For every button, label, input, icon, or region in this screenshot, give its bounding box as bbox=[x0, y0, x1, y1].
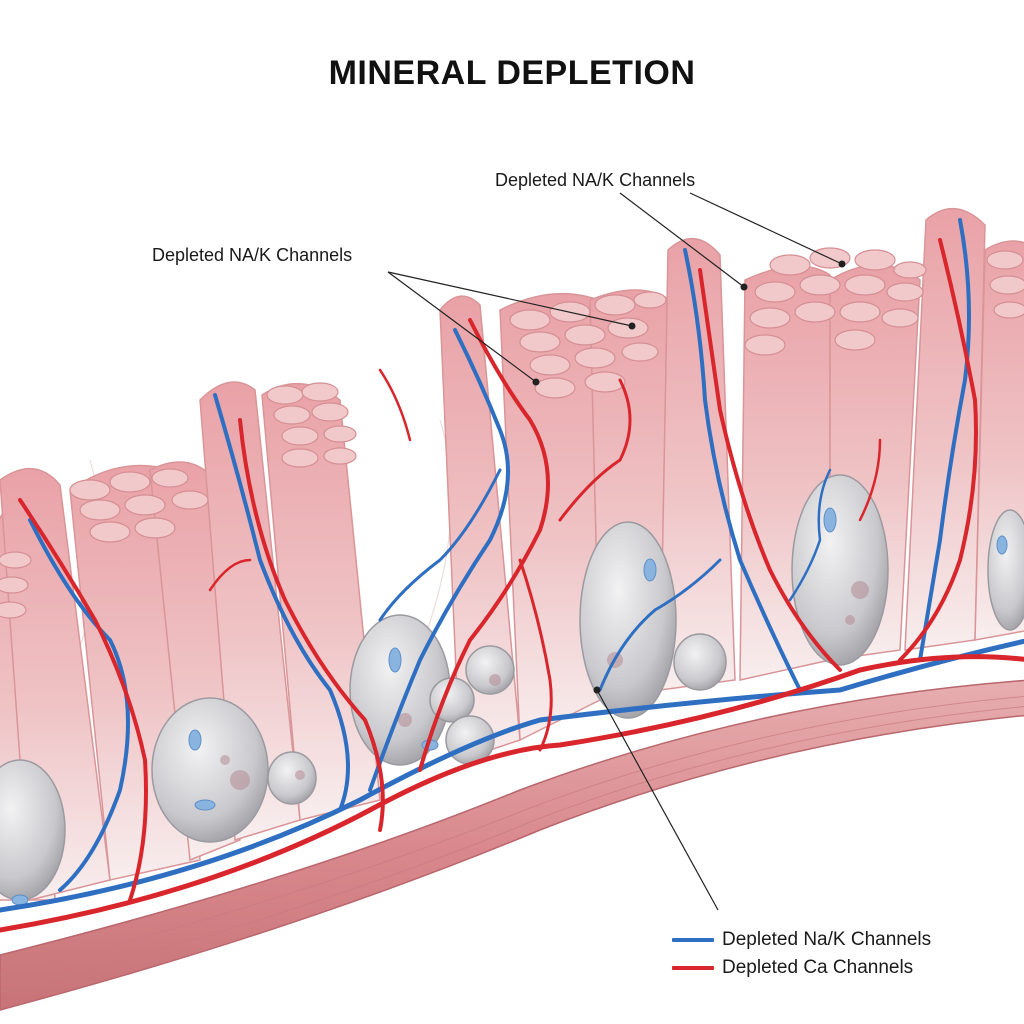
cell bbox=[673, 633, 727, 691]
ca-vessels bbox=[0, 238, 1024, 933]
fiber-bundle bbox=[659, 237, 736, 691]
callout-na-k-left: Depleted NA/K Channels bbox=[152, 245, 353, 265]
legend-swatch-ca bbox=[672, 966, 714, 970]
tissue-band-striations bbox=[0, 696, 1024, 993]
legend-swatch-na-k bbox=[672, 938, 714, 942]
legend-item-na-k: Depleted Na/K Channels bbox=[672, 926, 931, 954]
cells bbox=[0, 474, 1024, 901]
legend-label-ca: Depleted Ca Channels bbox=[722, 957, 914, 978]
cell bbox=[987, 509, 1024, 631]
callout-leader-lines bbox=[387, 192, 843, 911]
cell-organelles bbox=[220, 581, 869, 790]
legend-label-na-k: Depleted Na/K Channels bbox=[722, 929, 932, 950]
fiber-bundle bbox=[199, 381, 301, 841]
page-title: MINERAL DEPLETION bbox=[328, 54, 696, 92]
fiber-cross-sections bbox=[0, 247, 1024, 619]
callout-leader-dots bbox=[532, 260, 846, 694]
cell bbox=[151, 697, 269, 843]
connective-tissue-band bbox=[0, 679, 1024, 1011]
cell bbox=[465, 645, 515, 695]
cell bbox=[791, 474, 889, 666]
na-k-vessels bbox=[0, 218, 1024, 913]
cell-nuclei bbox=[11, 507, 1008, 906]
legend-item-ca: Depleted Ca Channels bbox=[672, 954, 931, 982]
cell bbox=[267, 751, 317, 805]
legend: Depleted Na/K Channels Depleted Ca Chann… bbox=[672, 926, 931, 982]
callout-na-k-right: Depleted NA/K Channels bbox=[495, 170, 696, 190]
